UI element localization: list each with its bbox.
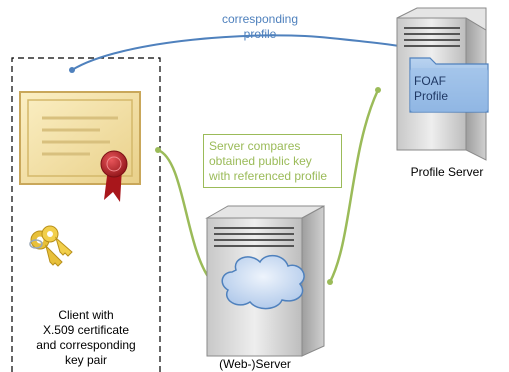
- folder-icon: [409, 57, 489, 113]
- profile-server-label: Profile Server: [410, 165, 484, 179]
- corresponding-profile-line-2: profile: [243, 27, 277, 41]
- server-compares-note: Server compares obtained public key with…: [203, 134, 342, 188]
- client-line-3: and corresponding: [36, 338, 136, 352]
- cloud-icon: [221, 254, 305, 310]
- web-server-label: (Web-)Server: [219, 357, 291, 371]
- client-line-1: Client with: [58, 308, 114, 322]
- client-line-2: X.509 certificate: [42, 323, 130, 337]
- foaf-line-1: FOAF: [414, 74, 446, 88]
- keys-icon: [29, 225, 73, 267]
- client-line-4: key pair: [64, 353, 108, 367]
- corresponding-profile-line-1: corresponding: [221, 12, 299, 26]
- note-line-1: Server compares: [209, 139, 301, 153]
- note-line-3: with referenced profile: [209, 169, 328, 183]
- foaf-line-2: Profile: [414, 89, 449, 103]
- certificate-icon: [19, 91, 141, 202]
- server-to-profile-link: [327, 87, 381, 285]
- foaf-profile-label: FOAF Profile: [414, 74, 474, 104]
- corresponding-profile-label: corresponding profile: [200, 12, 320, 42]
- client-label: Client with X.509 certificate and corres…: [24, 308, 148, 368]
- note-line-2: obtained public key: [209, 154, 312, 168]
